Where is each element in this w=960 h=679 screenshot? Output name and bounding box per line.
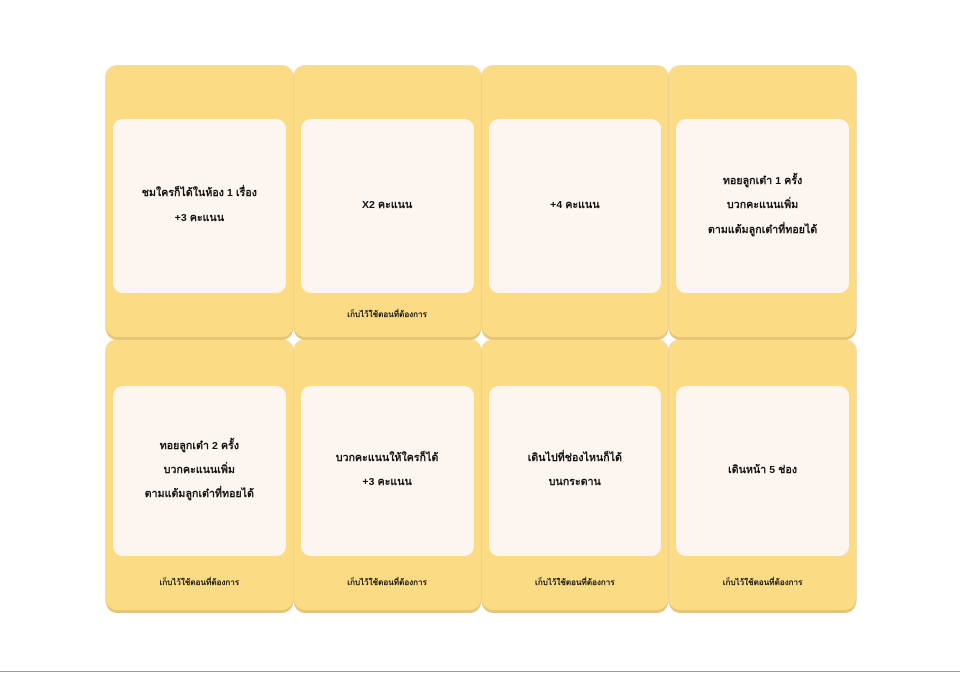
card-text-line: บวกคะแนนเพิ่ม [163,463,235,476]
card-footer-text: เก็บไว้ใช้ตอนที่ต้องการ [535,578,615,588]
card-footer [676,293,849,337]
card-text-line: X2 คะแนน [361,199,413,212]
card-text-line: เดินไปที่ช่องไหนก็ได้ [527,451,623,464]
card-text-line: บนกระดาน [548,476,601,488]
card-text-line: เดินหน้า 5 ช่อง [728,463,798,476]
card-text-line: ทอยลูกเต๋า 1 ครั้ง [722,175,803,188]
card-text-line: +4 คะแนน [550,199,600,212]
card-footer-text: เก็บไว้ใช้ตอนที่ต้องการ [347,578,427,588]
card-footer: เก็บไว้ใช้ตอนที่ต้องการ [676,556,849,611]
game-card[interactable]: บวกคะแนนให้ใครก็ได้ +3 คะแนนเก็บไว้ใช้ตอน… [293,339,481,611]
game-card[interactable]: X2 คะแนนเก็บไว้ใช้ตอนที่ต้องการ [293,66,481,337]
card-text-line: บวกคะแนนให้ใครก็ได้ [335,451,439,464]
card-footer [113,293,286,337]
card-body: เดินหน้า 5 ช่อง [676,385,849,556]
bottom-divider [0,671,960,672]
card-grid: ชมใครก็ได้ในห้อง 1 เรื่อง +3 คะแนน X2 คะแน… [106,66,856,610]
game-card[interactable]: เดินไปที่ช่องไหนก็ได้บนกระดานเก็บไว้ใช้ต… [481,339,669,611]
card-text-line: ตามแต้มลูกเต๋าที่ทอยได้ [707,223,818,236]
card-footer: เก็บไว้ใช้ตอนที่ต้องการ [301,293,474,337]
card-body: เดินไปที่ช่องไหนก็ได้บนกระดาน [488,385,662,556]
card-text-line: ชมใครก็ได้ในห้อง 1 เรื่อง [141,187,258,200]
card-text-line: ตามแต้มลูกเต๋าที่ทอยได้ [144,488,255,501]
card-body: X2 คะแนน [300,119,474,293]
card-footer-text: เก็บไว้ใช้ตอนที่ต้องการ [347,310,427,320]
card-text-line: +3 คะแนน [362,476,412,488]
game-card[interactable]: ทอยลูกเต๋า 2 ครั้งบวกคะแนนเพิ่มตามแต้มลู… [106,339,293,611]
game-card[interactable]: ชมใครก็ได้ในห้อง 1 เรื่อง +3 คะแนน [106,66,293,337]
card-footer: เก็บไว้ใช้ตอนที่ต้องการ [113,556,286,611]
card-body: ทอยลูกเต๋า 2 ครั้งบวกคะแนนเพิ่มตามแต้มลู… [113,385,286,556]
game-card[interactable]: +4 คะแนน [481,66,669,337]
card-footer-text: เก็บไว้ใช้ตอนที่ต้องการ [159,578,240,588]
card-body: +4 คะแนน [488,119,662,293]
card-text-line: ทอยลูกเต๋า 2 ครั้ง [159,439,240,452]
card-text-line: บวกคะแนนเพิ่ม [727,199,799,212]
card-footer [489,293,662,337]
card-text-line: +3 คะแนน [174,211,225,224]
card-body: บวกคะแนนให้ใครก็ได้ +3 คะแนน [300,385,474,556]
card-footer: เก็บไว้ใช้ตอนที่ต้องการ [489,556,662,611]
card-footer-text: เก็บไว้ใช้ตอนที่ต้องการ [722,578,803,588]
game-card[interactable]: เดินหน้า 5 ช่องเก็บไว้ใช้ตอนที่ต้องการ [669,339,856,611]
card-body: ทอยลูกเต๋า 1 ครั้งบวกคะแนนเพิ่มตามแต้มลู… [676,119,849,293]
card-body: ชมใครก็ได้ในห้อง 1 เรื่อง +3 คะแนน [113,119,286,293]
card-footer: เก็บไว้ใช้ตอนที่ต้องการ [301,556,474,611]
game-card[interactable]: ทอยลูกเต๋า 1 ครั้งบวกคะแนนเพิ่มตามแต้มลู… [669,66,856,337]
